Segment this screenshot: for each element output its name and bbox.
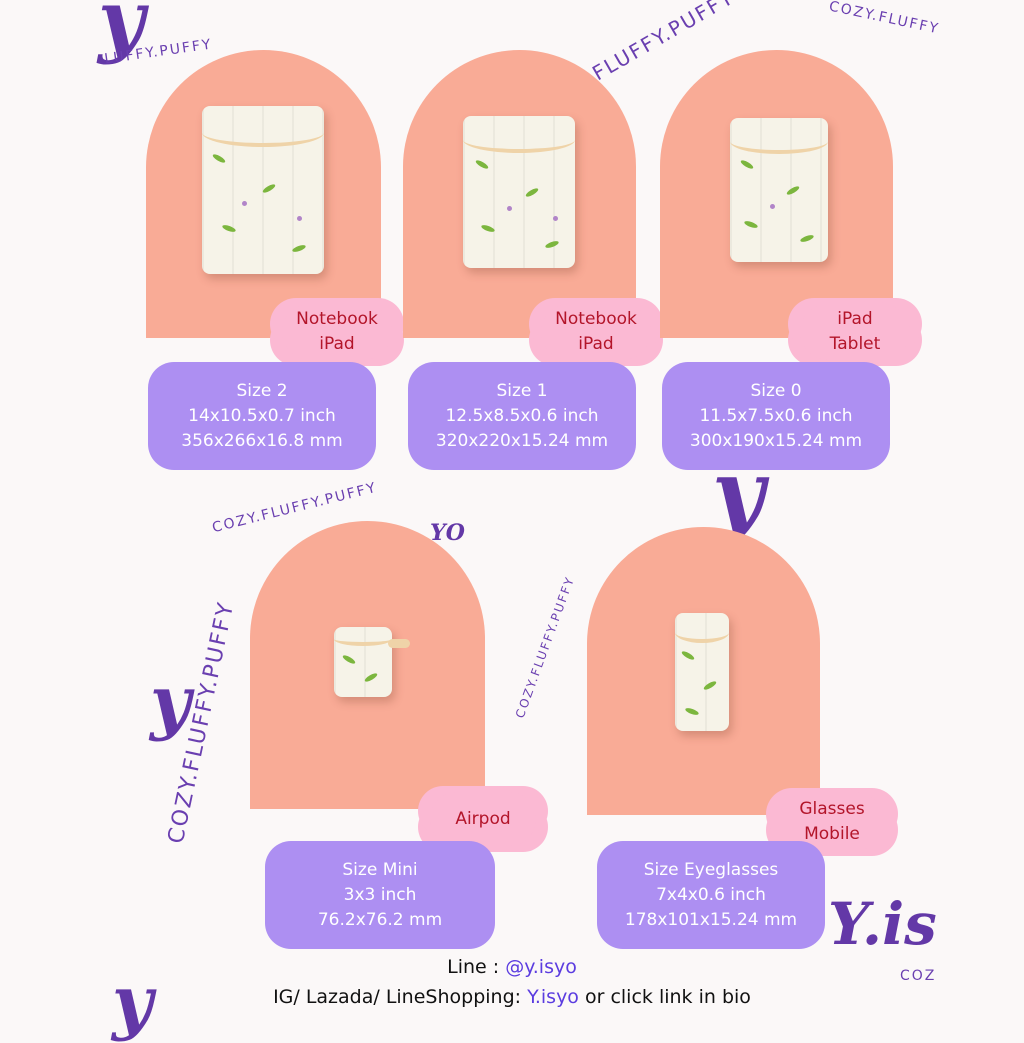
size-inch: 11.5x7.5x0.6 inch [699, 405, 853, 426]
brand-logo-center: YO [430, 520, 465, 546]
product-card-size-eyeglasses [587, 527, 820, 815]
brand-logo-bottom-right: Y.is [828, 890, 937, 958]
size-inch: 3x3 inch [343, 884, 417, 905]
shop-suffix: or click link in bio [578, 986, 751, 1008]
category-badge-size-mini: Airpod [430, 792, 536, 846]
size-mm: 320x220x15.24 mm [435, 430, 609, 451]
sleeve-image [334, 627, 410, 697]
shop-label: IG/ Lazada/ LineShopping: [273, 986, 528, 1008]
size-mm: 300x190x15.24 mm [689, 430, 863, 451]
size-name: Size Mini [342, 859, 418, 880]
product-card-size-1 [403, 50, 636, 338]
sleeve-image [202, 106, 324, 274]
product-card-size-2 [146, 50, 381, 338]
category-line1: Airpod [455, 808, 511, 829]
category-badge-size-1: Notebook iPad [541, 304, 651, 360]
brand-ring-text-bottom-right: COZ [900, 968, 937, 984]
size-info-size-1: Size 1 12.5x8.5x0.6 inch 320x220x15.24 m… [408, 362, 636, 470]
size-name: Size 0 [750, 380, 802, 401]
shop-handle-link[interactable]: Y.isyo [527, 986, 579, 1008]
size-inch: 14x10.5x0.7 inch [188, 405, 336, 426]
sleeve-image [463, 116, 575, 268]
category-line2: iPad [578, 334, 614, 354]
category-line2: Mobile [804, 824, 860, 844]
brand-logo-left: y [150, 660, 191, 743]
line-handle-link[interactable]: @y.isyo [505, 956, 577, 978]
size-inch: 12.5x8.5x0.6 inch [445, 405, 599, 426]
size-mm: 178x101x15.24 mm [624, 909, 798, 930]
size-info-size-0: Size 0 11.5x7.5x0.6 inch 300x190x15.24 m… [662, 362, 890, 470]
brand-ring-text-top-right: COZY.FLUFFY [827, 0, 942, 38]
size-inch: 7x4x0.6 inch [656, 884, 766, 905]
sleeve-image [730, 118, 828, 262]
sleeve-image [675, 613, 729, 731]
product-card-size-mini [250, 521, 485, 809]
brand-ring-text-center-right: COZY.FLUFFY.PUFFY [512, 574, 578, 720]
footer-line-contact: Line : @y.isyo [0, 956, 1024, 978]
size-mm: 356x266x16.8 mm [181, 430, 343, 451]
category-line1: iPad [837, 309, 873, 329]
category-line1: Notebook [296, 309, 378, 329]
size-name: Size 1 [496, 380, 548, 401]
category-badge-size-eyeglasses: Glasses Mobile [778, 794, 886, 850]
category-line1: Glasses [799, 799, 865, 819]
footer-shop-contact: IG/ Lazada/ LineShopping: Y.isyo or clic… [0, 986, 1024, 1008]
category-badge-size-0: iPad Tablet [800, 304, 910, 360]
line-label: Line : [447, 956, 506, 978]
size-info-size-2: Size 2 14x10.5x0.7 inch 356x266x16.8 mm [148, 362, 376, 470]
product-card-size-0 [660, 50, 893, 338]
brand-logo-top-left: y [98, 0, 145, 66]
category-line2: iPad [319, 334, 355, 354]
size-name: Size Eyeglasses [643, 859, 779, 880]
size-name: Size 2 [236, 380, 288, 401]
category-line2: Tablet [829, 334, 881, 354]
size-info-size-eyeglasses: Size Eyeglasses 7x4x0.6 inch 178x101x15.… [597, 841, 825, 949]
size-info-size-mini: Size Mini 3x3 inch 76.2x76.2 mm [265, 841, 495, 949]
size-mm: 76.2x76.2 mm [317, 909, 443, 930]
category-line1: Notebook [555, 309, 637, 329]
category-badge-size-2: Notebook iPad [282, 304, 392, 360]
